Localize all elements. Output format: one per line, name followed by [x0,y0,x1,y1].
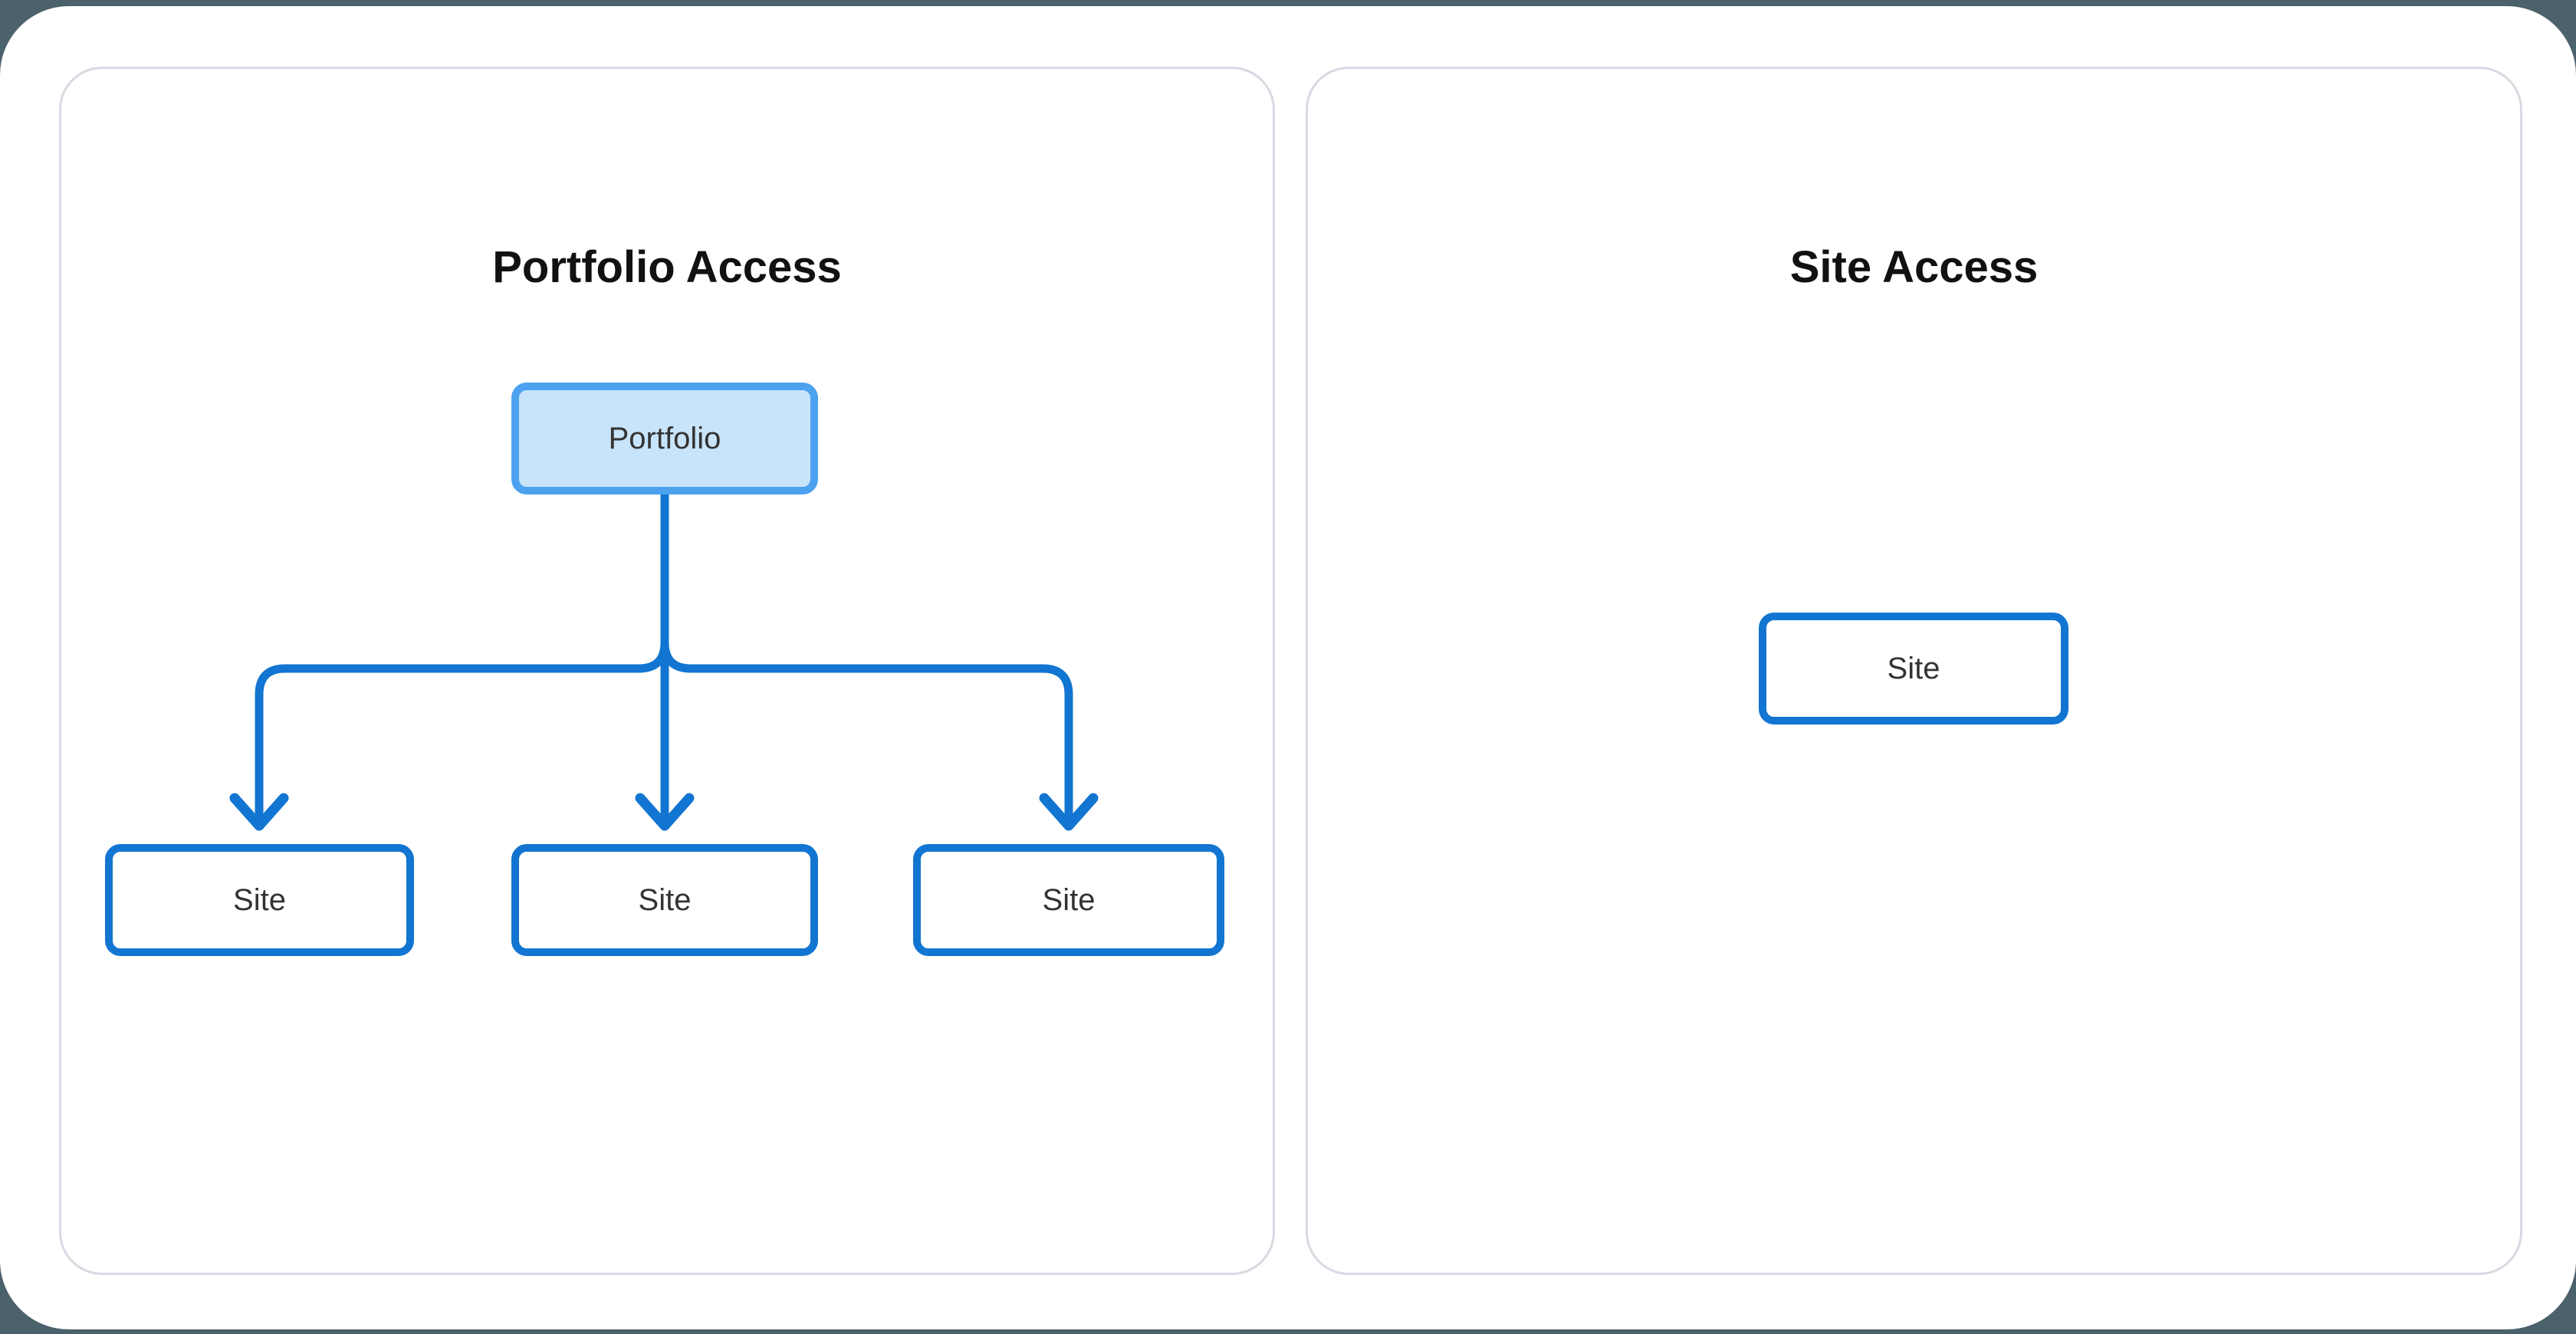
portfolio-access-panel: Portfolio Access [59,67,1275,1275]
site-node-3: Site [913,844,1224,956]
site-node-2: Site [511,844,818,956]
content-card: Portfolio Access Site Access [0,6,2576,1329]
site-node-label: Site [1887,651,1940,685]
site-node-label: Site [1042,882,1096,917]
portfolio-node: Portfolio [511,383,818,495]
site-access-node: Site [1759,613,2068,724]
portfolio-access-title: Portfolio Access [492,242,842,292]
site-node-label: Site [233,882,286,917]
portfolio-node-label: Portfolio [608,421,721,455]
site-node-label: Site [638,882,692,917]
site-node-1: Site [105,844,414,956]
site-access-title: Site Access [1789,242,2039,292]
